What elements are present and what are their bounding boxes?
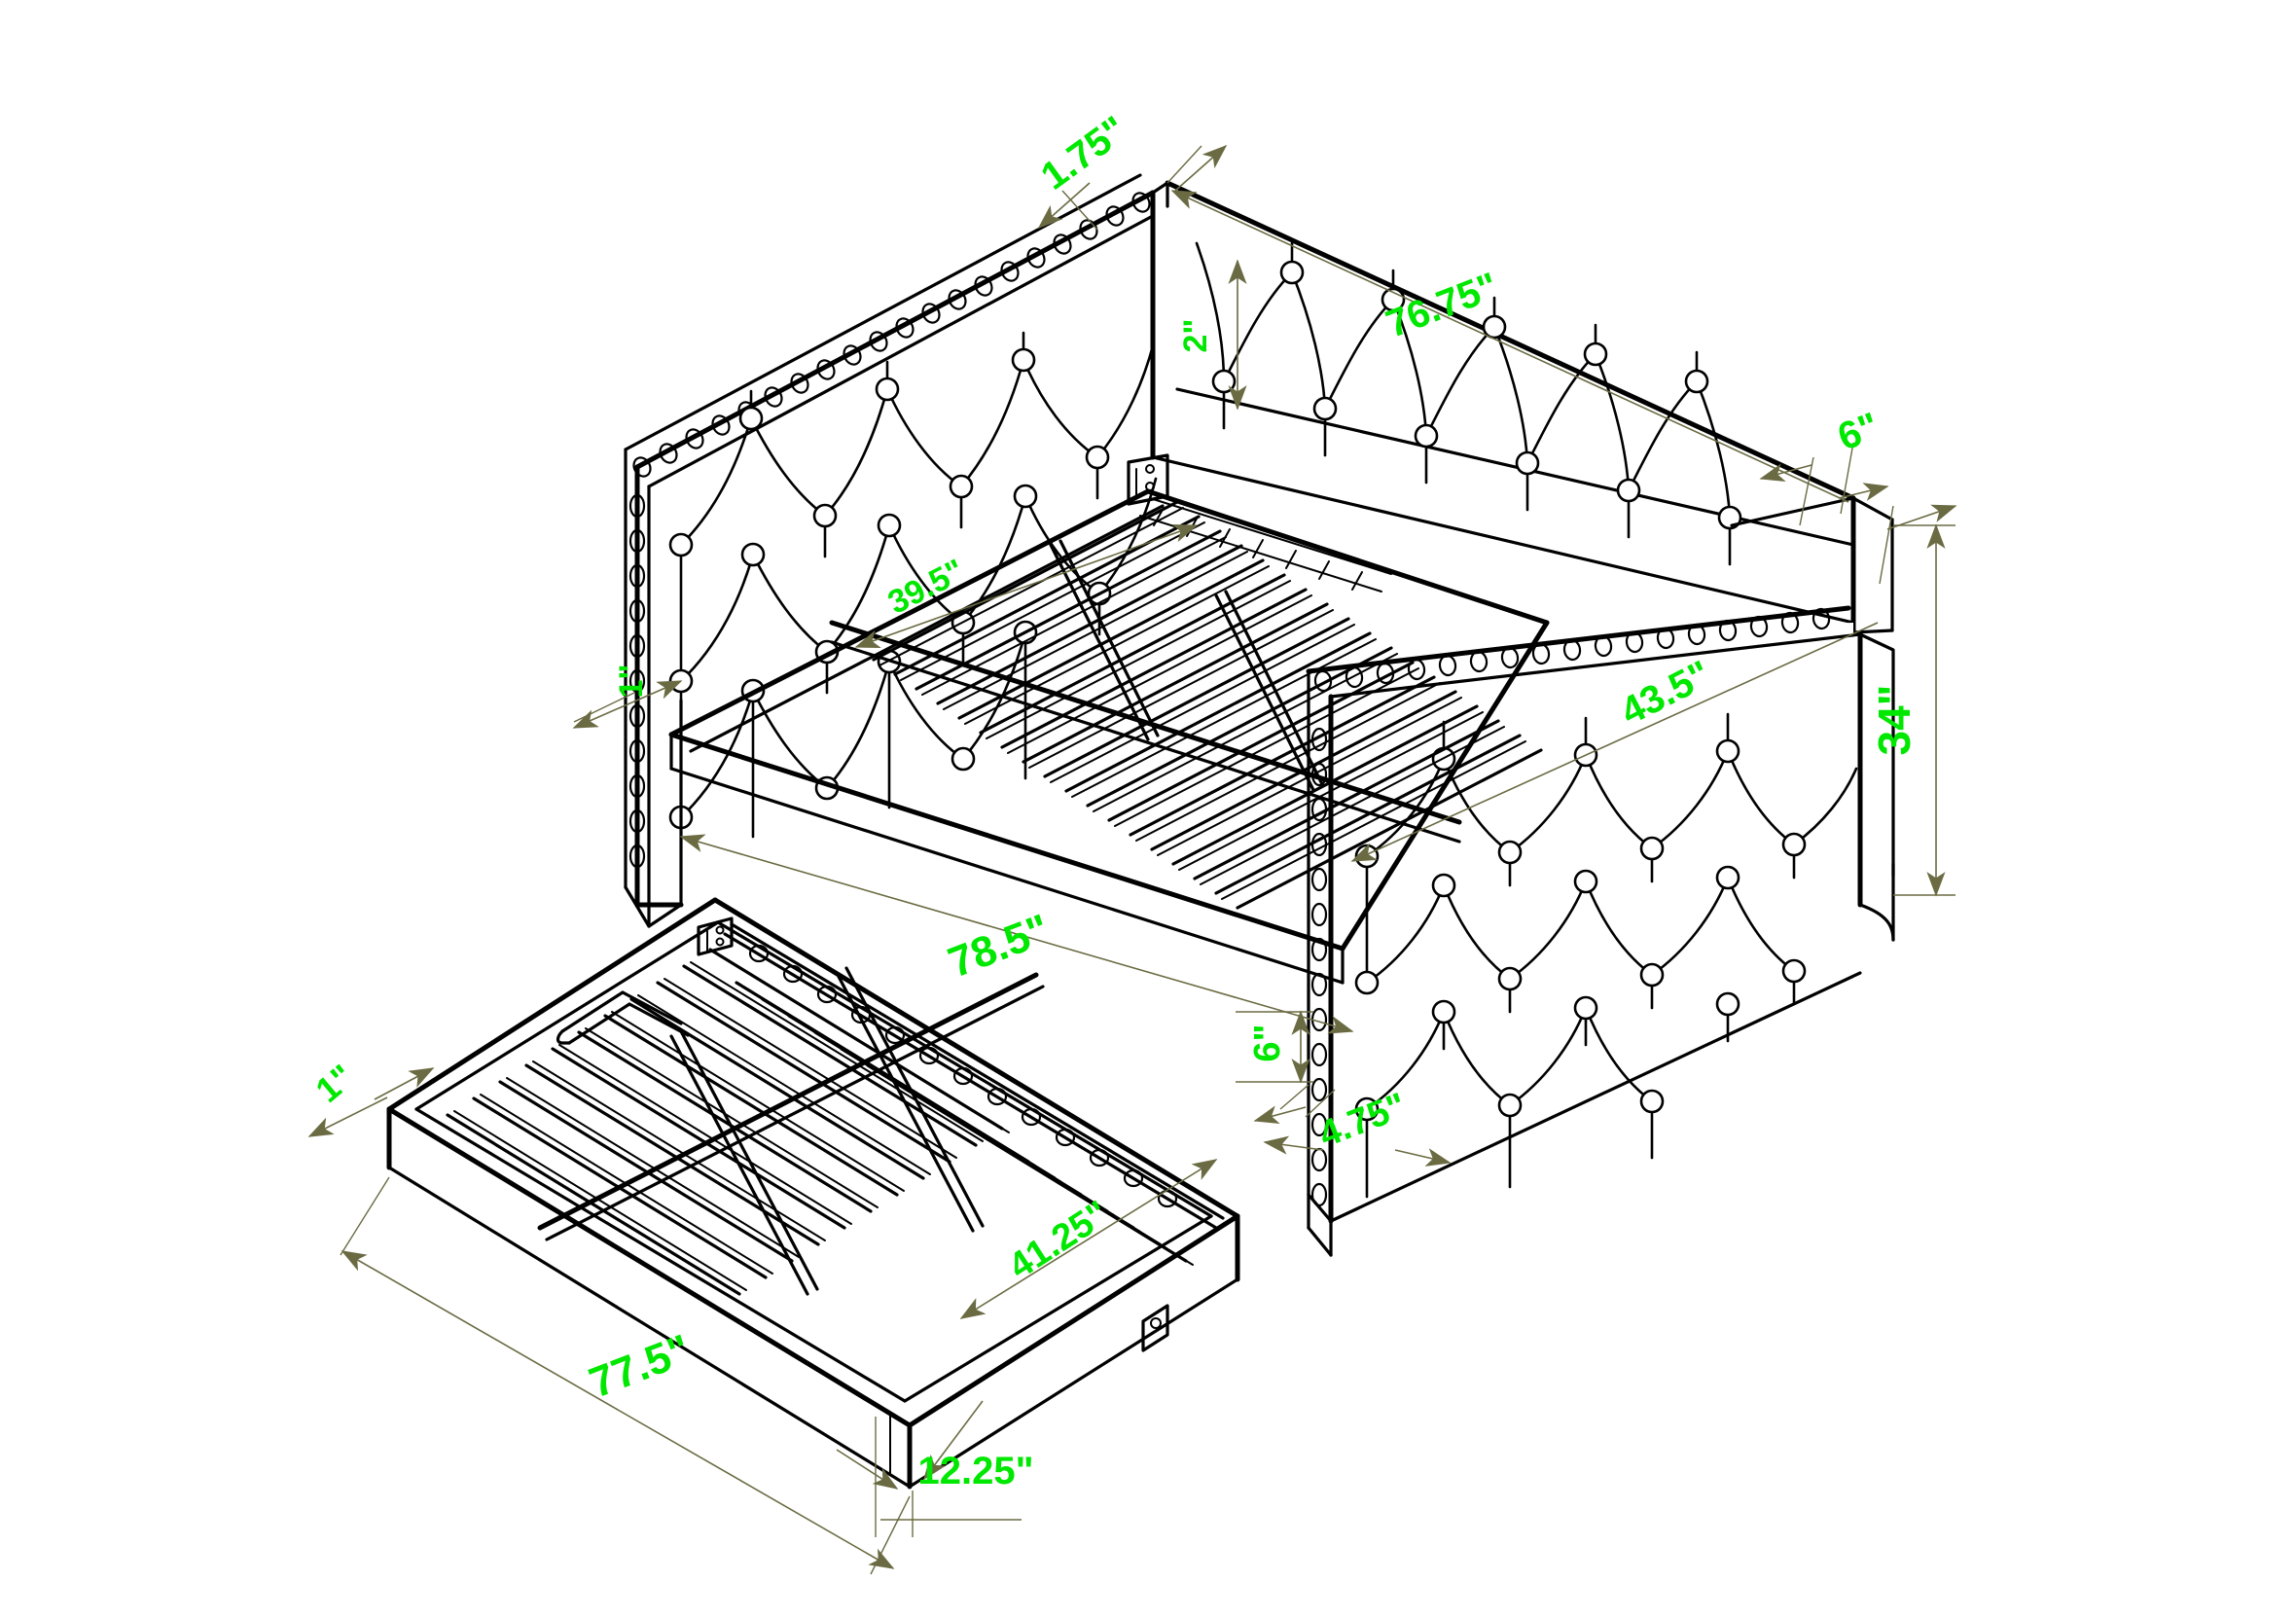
dim-arm-thickness-left: 1" <box>572 664 683 729</box>
nailhead-trim-headboard-top <box>632 192 1151 478</box>
dim-label-overall-height: 34" <box>1869 685 1919 756</box>
right-leg <box>1307 1193 1333 1257</box>
side-rail-top <box>1730 496 1894 634</box>
dim-trundle-height: 12.25" <box>836 1400 1034 1537</box>
dim-leg-inset-height: 6" <box>1236 1010 1313 1084</box>
dim-tuft-band-height: 2" <box>1177 259 1247 411</box>
dim-label-trundle-height: 12.25" <box>917 1450 1033 1492</box>
dim-label-arm-thickness-left: 1" <box>613 664 650 698</box>
trundle-pull-bar <box>556 990 690 1045</box>
dim-label-leg-inset-height: 6" <box>1247 1024 1288 1061</box>
daybed-main-assembly <box>624 173 1895 1257</box>
dim-overall-height: 34" <box>1869 523 1955 897</box>
dim-label-tuft-band-height: 2" <box>1177 318 1214 352</box>
